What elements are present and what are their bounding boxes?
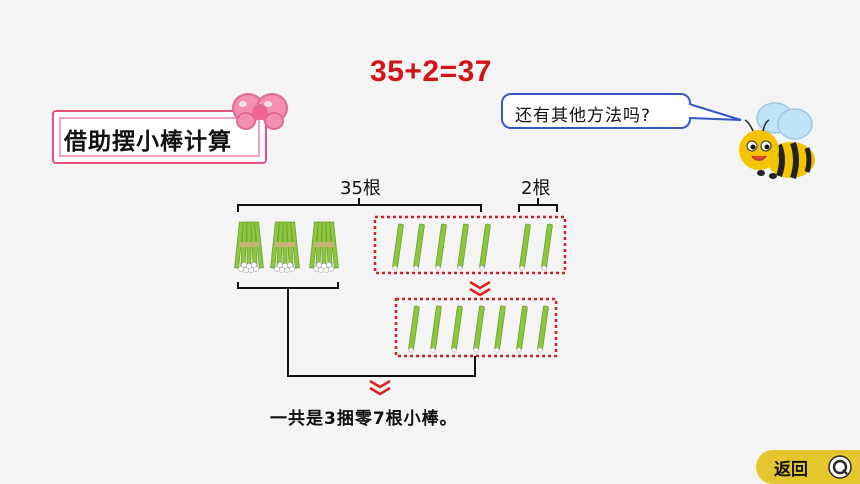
back-circle-icon xyxy=(828,455,852,479)
label-35-sticks: 35根 xyxy=(340,178,381,199)
stick-bundle xyxy=(234,221,264,274)
loose-stick xyxy=(473,305,485,353)
loose-stick xyxy=(451,305,463,353)
loose-stick xyxy=(457,223,469,271)
bracket-bundles xyxy=(237,282,339,296)
stick-bundle xyxy=(309,221,339,274)
down-arrow-1 xyxy=(469,280,491,297)
bow-icon xyxy=(232,93,288,130)
loose-stick xyxy=(519,223,531,271)
loose-stick xyxy=(392,223,404,271)
title-inner-border xyxy=(59,117,260,157)
loose-stick xyxy=(408,305,420,353)
back-button-label: 返回 xyxy=(774,460,808,480)
speech-bubble-text: 还有其他方法吗? xyxy=(515,106,652,126)
dashed-box-top xyxy=(373,215,567,275)
stick-bundle xyxy=(270,221,300,274)
bracket-35 xyxy=(237,198,482,212)
loose-stick xyxy=(479,223,491,271)
section-title: 借助摆小棒计算 xyxy=(64,129,232,155)
loose-stick xyxy=(430,305,442,353)
back-button[interactable]: 返回 xyxy=(756,450,860,484)
loose-stick xyxy=(516,305,528,353)
combine-line xyxy=(287,296,476,377)
loose-stick xyxy=(537,305,549,353)
loose-stick xyxy=(435,223,447,271)
speech-bubble-tail xyxy=(686,103,742,121)
summary-text: 一共是3捆零7根小棒。 xyxy=(270,409,458,429)
loose-stick xyxy=(541,223,553,271)
bee-icon xyxy=(739,102,815,179)
dashed-box-bottom xyxy=(394,297,558,358)
bracket-2 xyxy=(518,198,558,212)
loose-stick xyxy=(413,223,425,271)
label-2-sticks: 2根 xyxy=(521,178,551,199)
down-arrow-2 xyxy=(369,379,391,396)
section-title-box: 借助摆小棒计算 xyxy=(52,110,267,164)
speech-bubble: 还有其他方法吗? xyxy=(501,93,691,129)
equation-title: 35+2=37 xyxy=(370,55,492,88)
loose-stick xyxy=(494,305,506,353)
